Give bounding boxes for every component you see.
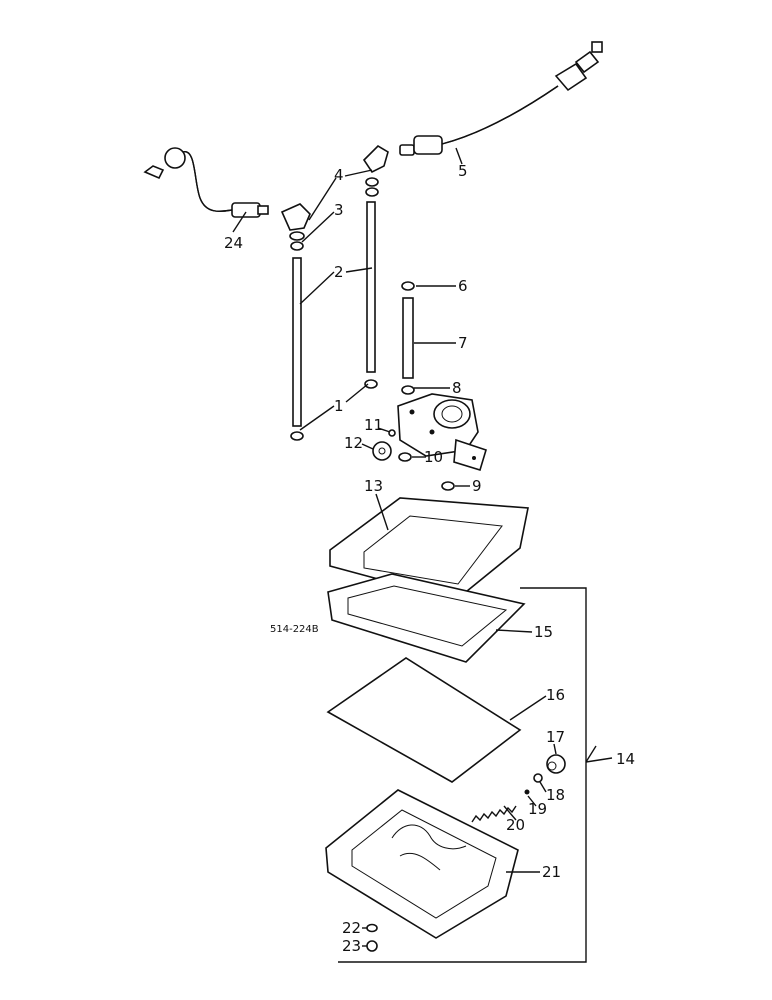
callout-1: 1 [334,397,344,415]
reference-code: 514-224B [270,624,319,635]
callout-9: 9 [472,477,482,495]
callout-22: 22 [342,919,361,937]
valve-body-21 [325,789,519,939]
callout-19: 19 [528,800,547,818]
callout-20: 20 [506,816,525,834]
spring-20 [471,805,517,823]
pipe-right [364,201,378,389]
gasket-15 [327,573,526,663]
leader-lines [232,147,613,947]
pump-housing [397,393,487,472]
callout-21: 21 [542,863,561,881]
group-bracket-14 [338,587,587,963]
callout-4: 4 [334,166,344,184]
elbow-fitting-left [280,203,311,251]
callout-12: 12 [344,434,363,452]
callout-15: 15 [534,623,553,641]
callout-24: 24 [224,234,243,252]
tube-line-24 [143,147,269,218]
callout-10: 10 [424,448,443,466]
callout-5: 5 [458,162,468,180]
callout-3: 3 [334,201,344,219]
callout-13: 13 [364,477,383,495]
gasket-13 [329,497,529,601]
callout-17: 17 [546,728,565,746]
pipe-7 [401,281,415,395]
callout-labels: 1 2 3 4 5 6 7 8 9 10 11 12 13 14 15 16 1… [224,162,635,955]
callout-16: 16 [546,686,565,704]
callout-6: 6 [458,277,468,295]
callout-18: 18 [546,786,565,804]
plug-17 [546,754,566,774]
callout-14: 14 [616,750,635,768]
callout-2: 2 [334,263,344,281]
callout-7: 7 [458,334,468,352]
callout-23: 23 [342,937,361,955]
gear-12 [372,441,392,461]
callout-11: 11 [364,416,383,434]
plate-16 [326,657,522,783]
pipe-left [290,257,304,441]
callout-8: 8 [452,379,462,397]
tube-line-5 [399,41,603,156]
